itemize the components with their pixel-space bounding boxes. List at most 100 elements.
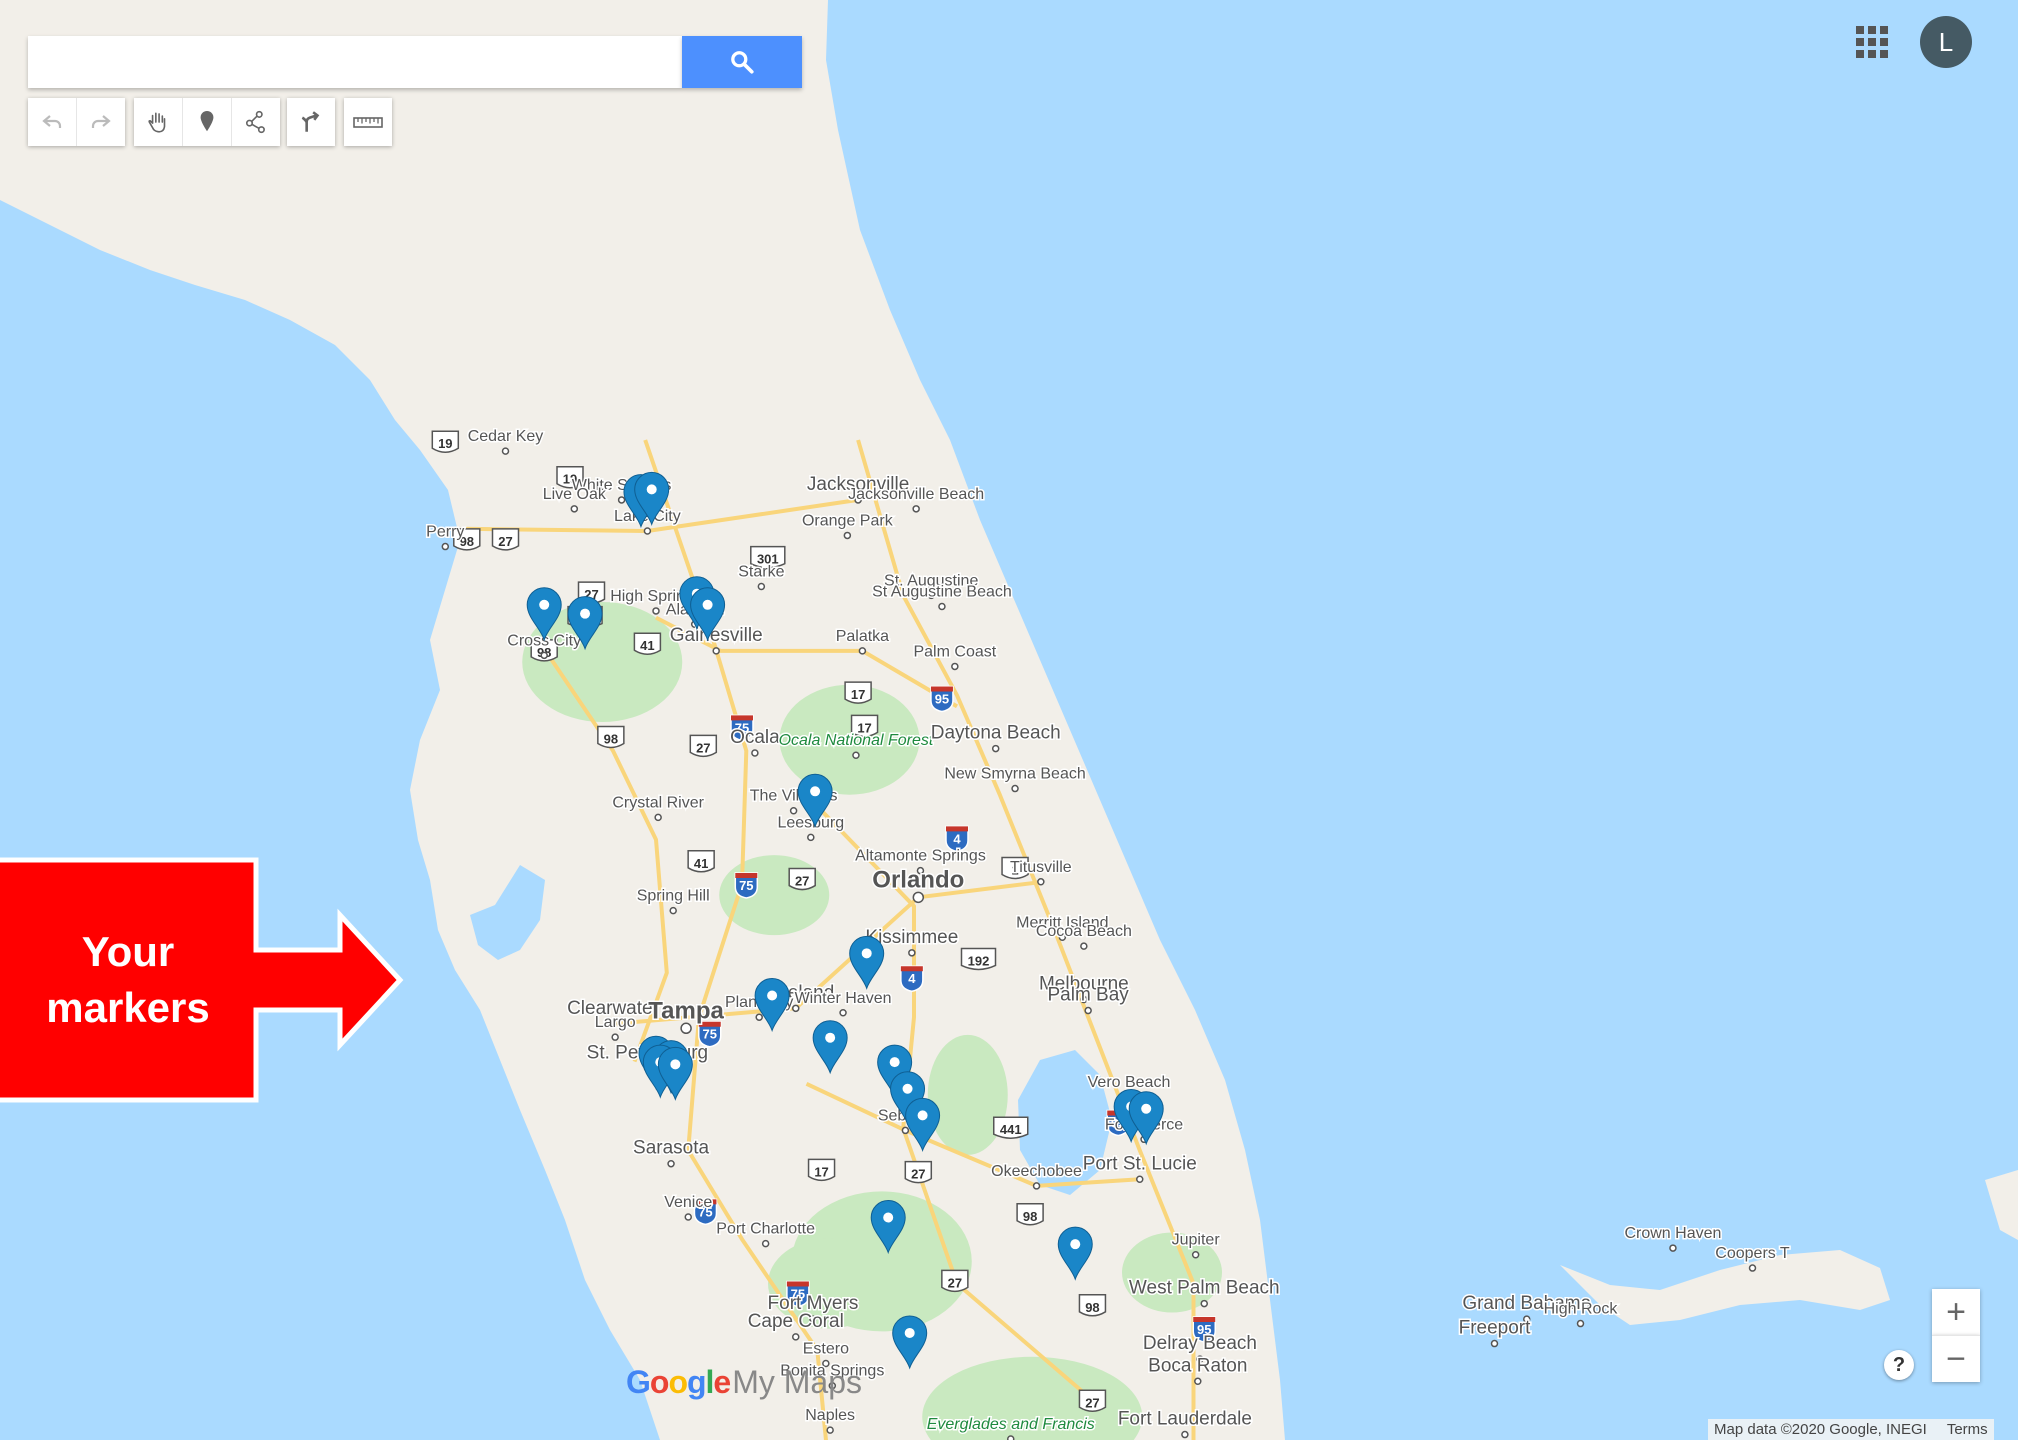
avatar-letter: L <box>1938 26 1954 57</box>
marker-pin-icon <box>526 587 562 642</box>
map-marker[interactable] <box>754 978 790 1033</box>
place-dot <box>643 527 652 535</box>
map-marker[interactable] <box>905 1097 941 1152</box>
place-dot <box>1200 1299 1208 1308</box>
place-label: Jupiter <box>1172 1232 1221 1249</box>
map-marker[interactable] <box>892 1315 928 1370</box>
marker-dot <box>825 1032 836 1043</box>
terms-link[interactable]: Terms <box>1946 1421 1988 1438</box>
undo-button[interactable] <box>28 98 77 146</box>
map-marker[interactable] <box>634 471 670 526</box>
redo-button[interactable] <box>77 98 125 146</box>
place-label: Merritt Island <box>1016 914 1108 931</box>
place-label: St. Augustine <box>884 572 978 589</box>
place-label: Estero <box>803 1341 849 1358</box>
place-label: Palatka <box>836 628 889 645</box>
hand-icon <box>148 112 166 133</box>
place-dot <box>441 542 450 551</box>
us-route-shield: 192 <box>960 947 997 971</box>
place-dot <box>1181 1430 1189 1439</box>
logo-product-name: My Maps <box>732 1364 863 1400</box>
place-dot <box>755 1013 763 1021</box>
place-dot <box>828 1381 837 1390</box>
shield-number: 19 <box>438 436 452 451</box>
map-marker[interactable] <box>567 596 603 651</box>
map-marker[interactable] <box>657 1046 693 1101</box>
us-route-shield: 27 <box>689 734 718 758</box>
marker-dot <box>1141 1103 1152 1114</box>
shield-number: 17 <box>814 1164 828 1179</box>
search-input[interactable] <box>28 36 682 88</box>
place-label: New Smyrna Beach <box>944 766 1085 783</box>
place-dot <box>1080 942 1088 950</box>
interstate-shield: 4 <box>900 965 924 993</box>
marker-pin-icon <box>797 773 833 828</box>
place-dot <box>858 647 867 655</box>
marker-pin-icon <box>690 587 726 642</box>
place-dot <box>712 647 720 655</box>
interstate-shield: 95 <box>1192 1316 1216 1343</box>
map-marker[interactable] <box>797 773 833 828</box>
place-label: Jacksonville Beach <box>848 486 984 503</box>
place-dot <box>991 744 1000 753</box>
shield-number: 27 <box>498 534 512 549</box>
us-route-shield: 17 <box>850 714 879 738</box>
place-label: Melbourne <box>1039 973 1129 994</box>
map-marker[interactable] <box>812 1020 848 1075</box>
place-dot <box>617 496 626 504</box>
apps-grid-dot <box>1856 50 1864 58</box>
map-marker[interactable] <box>870 1200 906 1255</box>
callout-line-2: markers <box>46 984 210 1031</box>
marker-layer <box>526 471 1164 1370</box>
shield-number: 98 <box>1023 1209 1037 1224</box>
marker-dot <box>883 1212 894 1223</box>
place-label: Starke <box>738 564 784 581</box>
place-dot <box>1037 878 1045 886</box>
map-marker[interactable] <box>1128 1091 1164 1146</box>
search-button[interactable] <box>682 36 802 88</box>
place-label: Crown Haven <box>1624 1225 1721 1242</box>
map-marker[interactable] <box>526 587 562 642</box>
map-marker[interactable] <box>849 935 885 990</box>
marker-dot <box>889 1057 900 1068</box>
place-dot <box>609 1020 617 1028</box>
place-dot <box>852 751 860 759</box>
help-button[interactable]: ? <box>1884 1350 1914 1380</box>
place-label: Daytona Beach <box>931 723 1061 744</box>
place-label: High Rock <box>1544 1301 1619 1318</box>
zoom-in-button[interactable]: + <box>1932 1289 1980 1335</box>
measure-button[interactable] <box>344 98 392 146</box>
map-marker[interactable] <box>690 587 726 642</box>
place-label: Winter Haven <box>795 990 892 1007</box>
map-marker[interactable] <box>1057 1226 1093 1281</box>
add-marker-button[interactable] <box>183 98 232 146</box>
marker-dot <box>580 608 591 619</box>
place-label: Port Charlotte <box>716 1221 815 1238</box>
interstate-shield: 75 <box>734 872 759 899</box>
shield-number: 1 <box>1011 862 1018 877</box>
place-label: Gainesville <box>670 625 763 646</box>
shield-number: 17 <box>857 720 871 735</box>
apps-grid-button[interactable] <box>1852 22 1892 62</box>
place-label: Orlando <box>872 866 964 893</box>
place-dot <box>1191 1250 1200 1259</box>
draw-line-button[interactable] <box>232 98 280 146</box>
logo-letter: g <box>686 1364 707 1400</box>
us-route-shield: 19 <box>431 430 460 453</box>
select-tool-button[interactable] <box>134 98 183 146</box>
marker-pin-icon <box>634 471 670 526</box>
place-dot <box>1058 933 1067 942</box>
marker-dot <box>904 1327 915 1338</box>
shield-number: 27 <box>696 740 710 755</box>
apps-grid-dot <box>1880 50 1888 58</box>
directions-button[interactable] <box>287 98 335 146</box>
place-label: Delray Beach <box>1143 1333 1257 1354</box>
shield-number: 98 <box>1085 1300 1099 1315</box>
park-area <box>927 1034 1008 1155</box>
place-label: Live Oak <box>543 486 607 503</box>
zoom-out-button[interactable]: − <box>1932 1335 1980 1382</box>
draw-line-icon <box>245 110 265 134</box>
park-area <box>719 855 830 936</box>
account-avatar[interactable]: L <box>1920 16 1972 68</box>
